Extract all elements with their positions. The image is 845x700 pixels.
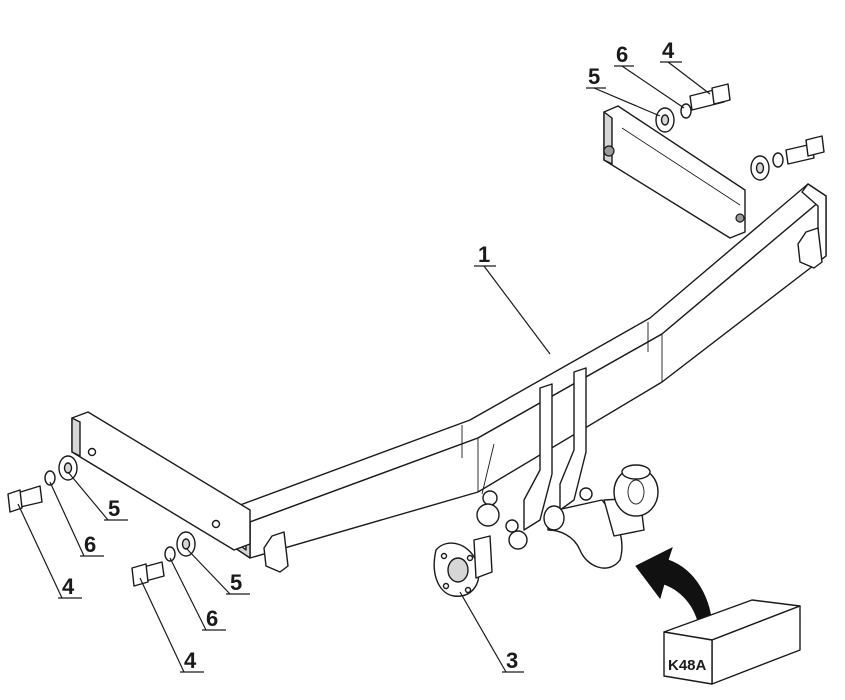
callout-6-top: 6 (616, 42, 628, 67)
callout-1: 1 (478, 242, 490, 267)
right-mounting-bracket (603, 105, 746, 239)
left-lower-bolt-set (131, 531, 196, 587)
callout-4-left-lower: 4 (184, 648, 197, 673)
leader-lines (17, 61, 711, 673)
kit-box-label: K48A (668, 657, 707, 674)
ball-neck (543, 464, 659, 569)
curved-arrow-icon (635, 547, 713, 633)
right-bolt-set (750, 135, 825, 181)
ball-neck-mount (476, 367, 593, 550)
left-mounting-bracket (71, 411, 251, 551)
callout-4-top: 4 (662, 38, 675, 63)
left-upper-bolt-set (7, 455, 78, 513)
top-bolt-set (655, 83, 731, 133)
callout-5-top: 5 (588, 64, 600, 89)
callout-4-left-upper: 4 (62, 574, 75, 599)
callout-6-left-lower: 6 (206, 606, 218, 631)
callout-5-left-lower: 5 (230, 570, 242, 595)
socket-plate (433, 535, 493, 597)
callout-6-left-upper: 6 (84, 532, 96, 557)
callout-3: 3 (506, 648, 518, 673)
callout-5-left-upper: 5 (108, 496, 120, 521)
kit-box: K48A (663, 599, 801, 685)
callout-numbers: 1 5 6 4 5 6 4 5 6 4 3 (62, 38, 675, 673)
